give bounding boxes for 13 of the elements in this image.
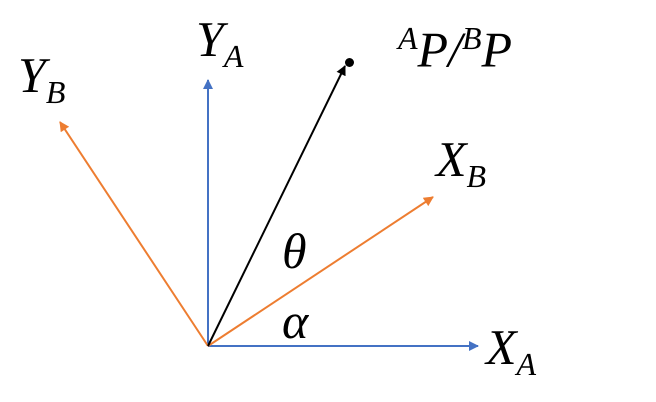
point-label: $^{A}$P/$^{B}$P [398,22,512,75]
point-dot [345,58,354,67]
arrow [203,79,213,346]
axis-label: X$_{A}$ [486,322,536,380]
axis-label: Y$_{B}$ [18,50,66,108]
axis-label: X$_{B}$ [436,134,486,192]
axis-label: Y$_{A}$ [196,14,244,72]
arrow [59,121,209,347]
arrow [207,65,346,346]
arrow [207,196,434,347]
angle-label: θ [282,226,307,276]
angle-label: α [282,296,308,346]
arrow [208,341,479,351]
